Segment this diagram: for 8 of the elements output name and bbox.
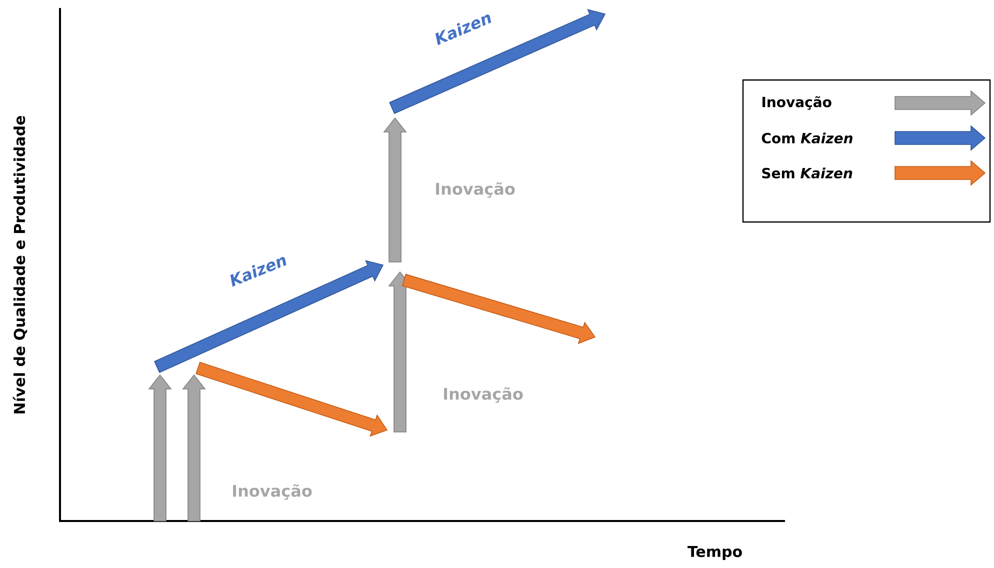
legend-text: Sem Kaizen <box>762 168 852 178</box>
axis-label: Nível de Qualidade e Produtividade <box>12 116 28 414</box>
arrow-label: Inovação <box>233 484 312 500</box>
legend-text: Inovação <box>762 96 832 110</box>
arrow-label: Inovação <box>444 387 523 403</box>
legend-text: Com Kaizen <box>762 132 852 144</box>
axis-label: Tempo <box>688 546 742 560</box>
arrow-label: Inovação <box>436 182 515 198</box>
